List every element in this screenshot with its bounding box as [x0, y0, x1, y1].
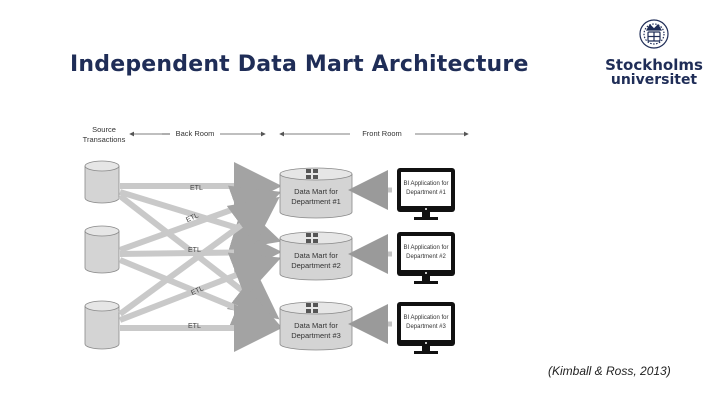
grid-icon: [306, 169, 318, 179]
bi-app-3-line2: Department #3: [406, 324, 446, 330]
grid-icon: [306, 233, 318, 243]
grid-icon: [306, 303, 318, 313]
data-mart-1-line1: Data Mart for: [294, 187, 338, 196]
data-mart-2: Data Mart for Department #2: [279, 231, 353, 281]
bi-app-monitor-2: BI Application for Department #2: [397, 232, 455, 284]
bi-app-2-line2: Department #2: [406, 254, 446, 260]
data-mart-2-line1: Data Mart for: [294, 251, 338, 260]
data-mart-1: Data Mart for Department #1: [279, 167, 353, 219]
bi-app-3-line1: BI Application for: [403, 315, 448, 321]
crown-seal-icon: [639, 19, 669, 49]
logo-line-1: Stockholms: [605, 56, 703, 74]
etl-label-5: ETL: [188, 323, 201, 330]
slide-title: Independent Data Mart Architecture: [70, 52, 529, 77]
header-source-line1: Source: [92, 125, 116, 134]
etl-label-2: ETL: [185, 212, 200, 224]
header-source-line2: Transactions: [83, 135, 126, 144]
bi-app-monitor-1: BI Application for Department #1: [397, 168, 455, 220]
source-database-3: [84, 300, 120, 350]
header-back-room: Back Room: [176, 129, 215, 138]
source-database-1: [84, 160, 120, 204]
logo-line-2: universitet: [610, 72, 698, 88]
bi-app-1-line2: Department #1: [406, 190, 446, 196]
architecture-diagram: Source Transactions Back Room Front Room…: [83, 125, 469, 354]
etl-label-4: ETL: [190, 285, 205, 297]
data-mart-1-line2: Department #1: [291, 197, 341, 206]
data-mart-2-line2: Department #2: [291, 261, 341, 270]
data-mart-3-line2: Department #3: [291, 331, 341, 340]
source-database-2: [84, 225, 120, 274]
etl-arrow-2-2: [119, 228, 282, 277]
bi-app-2-line1: BI Application for: [403, 245, 448, 251]
etl-arrow-3-2: [118, 252, 282, 323]
bi-app-monitor-3: BI Application for Department #3: [397, 302, 455, 354]
bi-app-1-line1: BI Application for: [403, 181, 448, 187]
etl-arrow-3-1: [118, 196, 280, 317]
etl-label-1: ETL: [190, 185, 203, 192]
etl-label-3: ETL: [188, 247, 201, 254]
data-mart-3: Data Mart for Department #3: [279, 301, 353, 351]
citation: (Kimball & Ross, 2013): [548, 364, 671, 378]
data-mart-3-line1: Data Mart for: [294, 321, 338, 330]
header-front-room: Front Room: [362, 129, 402, 138]
